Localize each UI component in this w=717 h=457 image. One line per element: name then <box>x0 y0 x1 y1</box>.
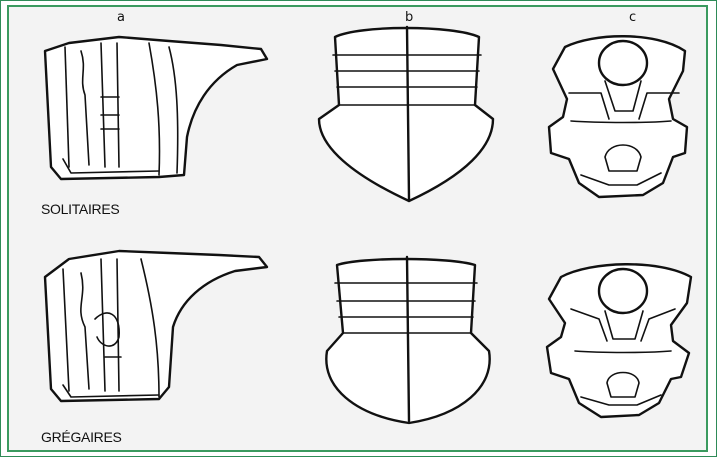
pronotum-side-view-gregarious <box>45 251 267 401</box>
pronotum-dorsal-view-solitary <box>319 27 493 201</box>
pronotum-ventral-view-solitary <box>549 36 687 197</box>
pronotum-side-view-solitary <box>45 37 267 179</box>
pronotum-dorsal-view-gregarious <box>326 257 489 423</box>
pronotum-ventral-view-gregarious <box>547 264 691 417</box>
figure-panel: a b c SOLITAIRES GRÉGAIRES <box>7 5 708 452</box>
drawings <box>9 7 706 450</box>
